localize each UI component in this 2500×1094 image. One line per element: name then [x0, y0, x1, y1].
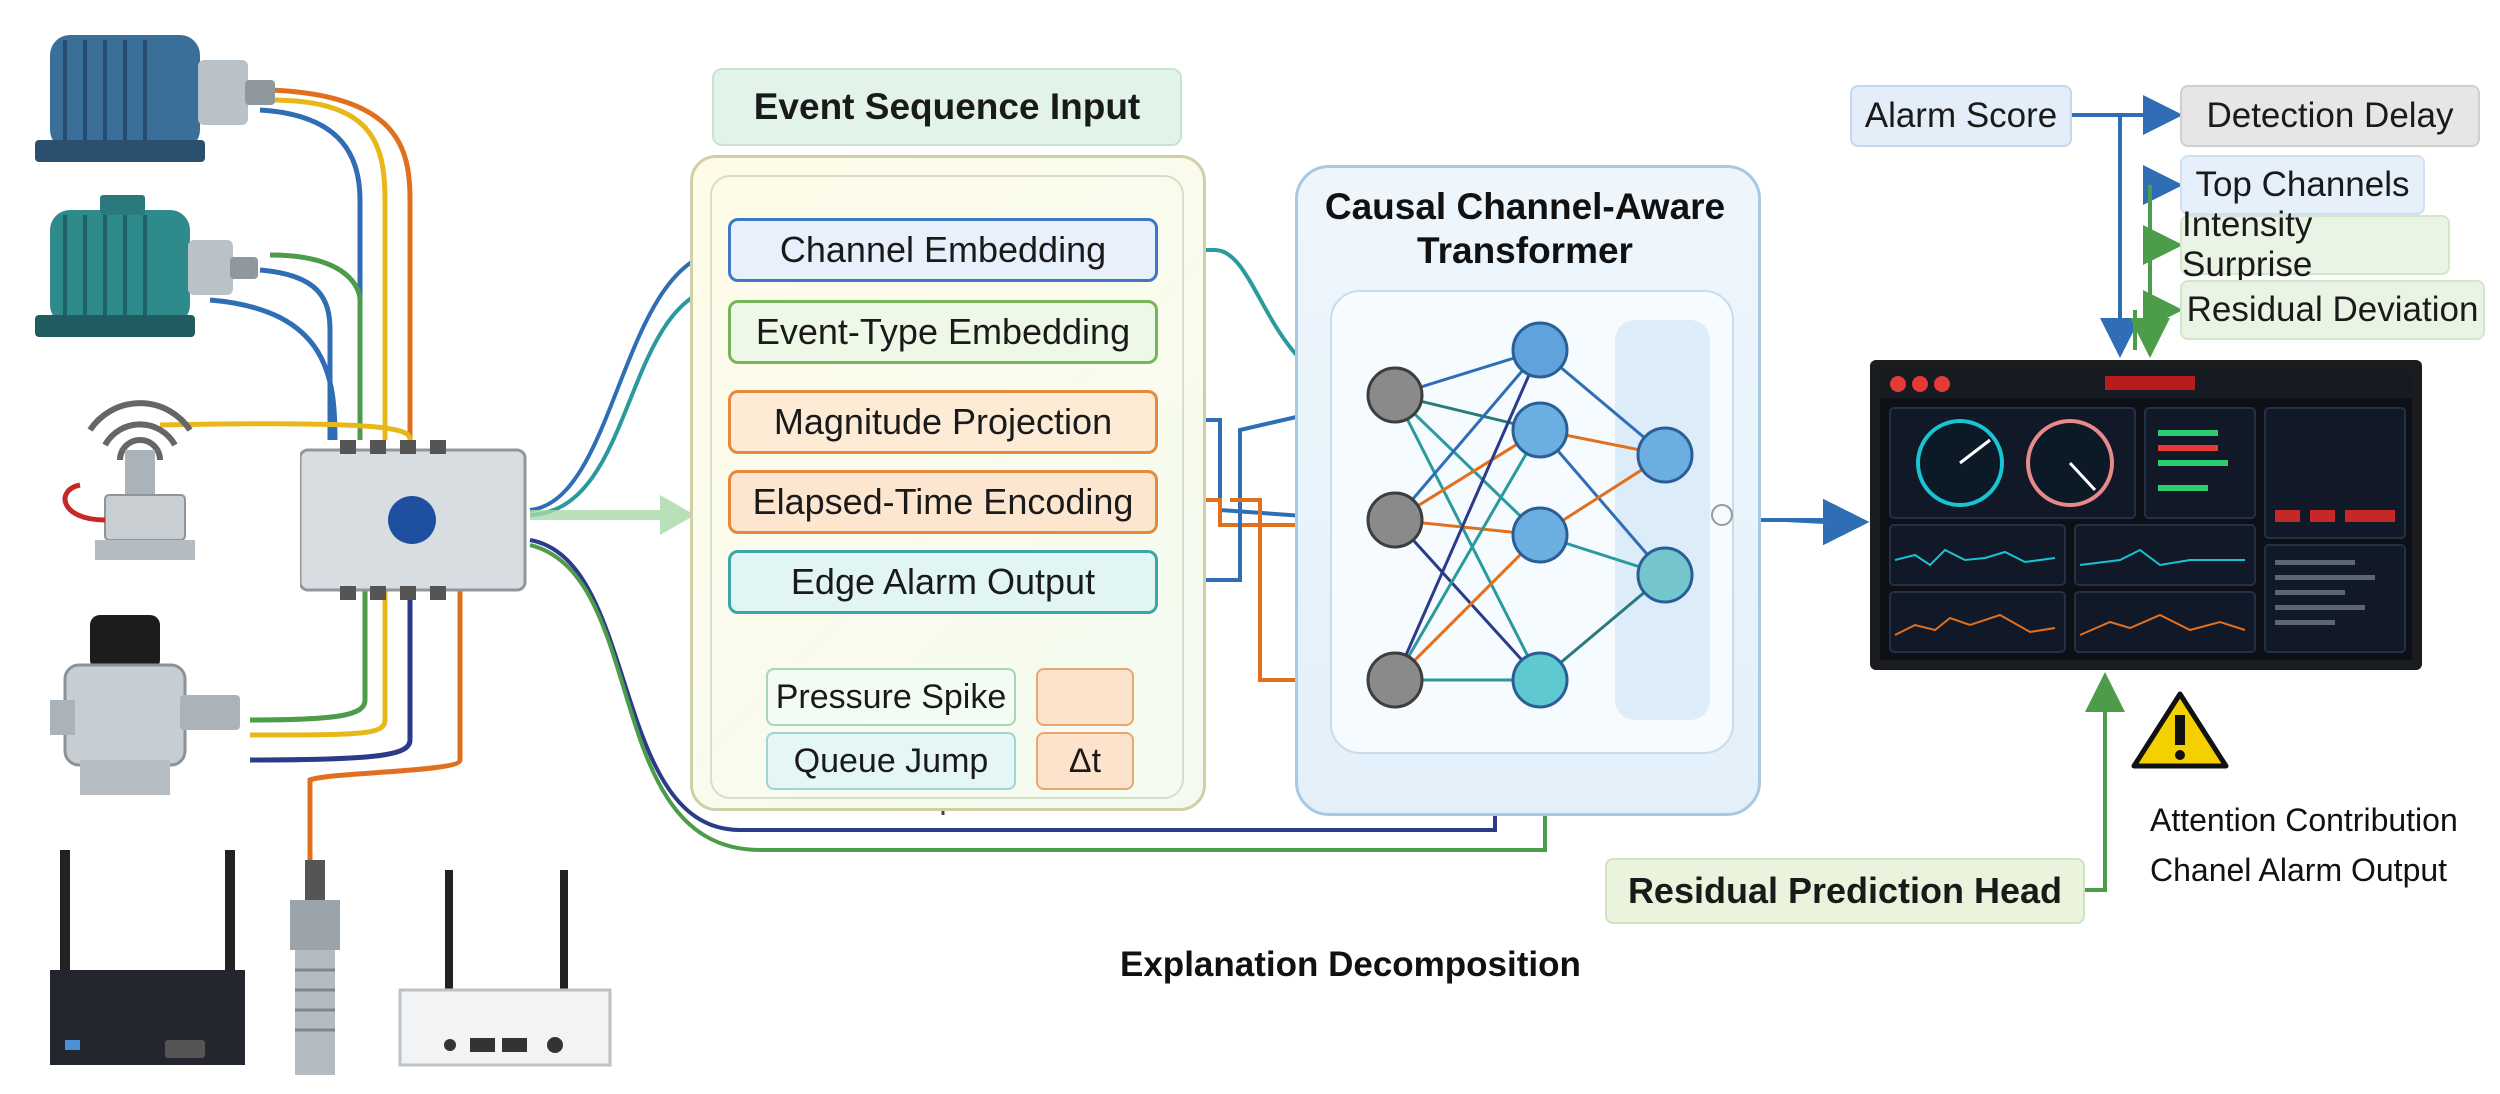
delta-t-tag: Δt — [1036, 732, 1134, 790]
motor-icon — [35, 35, 275, 162]
edge-alarm-output-box: Edge Alarm Output — [728, 550, 1158, 614]
motor-teal-icon — [35, 195, 258, 337]
event-type-embedding-box: Event-Type Embedding — [728, 300, 1158, 364]
junction-box-icon — [300, 440, 527, 600]
router-icon — [50, 850, 245, 1065]
embedding-stack-inner — [710, 175, 1184, 799]
queue-jump-tag: Queue Jump — [766, 732, 1016, 790]
transformer-title-line2: Transformer — [1417, 230, 1633, 271]
attention-text: Attention Contribution Chanel Alarm Outp… — [2150, 795, 2458, 895]
chanel-alarm-output-label: Chanel Alarm Output — [2150, 852, 2448, 888]
pressure-sensor-icon — [50, 615, 240, 795]
transformer-output-band — [1615, 320, 1710, 720]
residual-deviation-box: Residual Deviation — [2180, 280, 2485, 340]
transformer-title-line1: Causal Channel-Aware — [1324, 186, 1726, 227]
residual-prediction-head-box: Residual Prediction Head — [1605, 858, 2085, 924]
pressure-spike-tag: Pressure Spike — [766, 668, 1016, 726]
explanation-decomposition-label: Explanation Decomposition — [1120, 945, 1581, 984]
probe-sensor-icon — [290, 860, 340, 1075]
elapsed-time-encoding-box: Elapsed-Time Encoding — [728, 470, 1158, 534]
dashboard-monitor-icon — [1870, 360, 2422, 670]
alarm-score-box: Alarm Score — [1850, 85, 2072, 147]
detection-delay-box: Detection Delay — [2180, 85, 2480, 147]
pressure-spike-value — [1036, 668, 1134, 726]
intensity-surprise-box: Intensity Surprise — [2180, 205, 2450, 284]
attention-contribution-label: Attention Contribution — [2150, 802, 2458, 838]
magnitude-projection-box: Magnitude Projection — [728, 390, 1158, 454]
channel-embedding-box: Channel Embedding — [728, 218, 1158, 282]
top-channels-box: Top Channels — [2180, 155, 2425, 215]
event-sequence-input-label: Event Sequence Input — [712, 68, 1182, 146]
transformer-title: Causal Channel-Aware Transformer — [1295, 185, 1755, 273]
gateway-icon — [398, 870, 612, 1067]
warning-icon — [2131, 691, 2229, 769]
wireless-sensor-icon — [62, 400, 195, 560]
neural-network — [1366, 321, 1733, 709]
